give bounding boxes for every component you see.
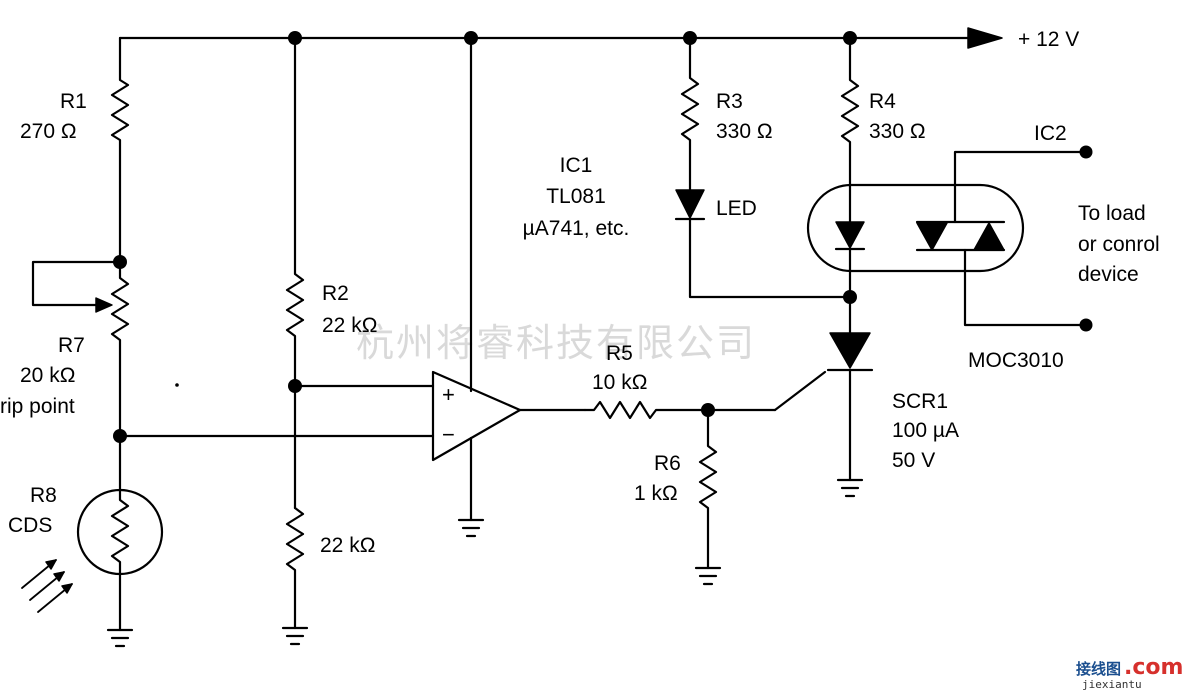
r2b-resistor xyxy=(285,506,305,630)
r6-name-label: R6 xyxy=(654,452,681,475)
scr1-voltage-label: 50 V xyxy=(892,449,935,472)
load-line3-label: device xyxy=(1078,263,1139,286)
r2-value-label: 22 kΩ xyxy=(322,314,377,337)
opamp-minus-sign: − xyxy=(442,422,455,447)
ic2-optocoupler xyxy=(806,150,1088,335)
triac-reverse-icon xyxy=(973,222,1005,251)
r3-name-label: R3 xyxy=(716,90,743,113)
junction-dots xyxy=(113,31,857,443)
r3-resistor xyxy=(680,36,700,192)
r5-resistor xyxy=(583,400,777,420)
scr1-current-label: 100 µA xyxy=(892,419,959,442)
ic2-name-label: IC2 xyxy=(1034,122,1067,145)
r5-name-label: R5 xyxy=(606,342,633,365)
watermark-text: 杭州将睿科技有限公司 xyxy=(356,321,756,365)
stray-mark xyxy=(175,383,179,387)
supply-rail xyxy=(118,27,1003,49)
r8-type-label: CDS xyxy=(8,514,52,537)
r7-wiper-arrow-icon xyxy=(95,297,113,313)
r7-value-label: 20 kΩ xyxy=(20,364,75,387)
ic1-alt-label: µA741, etc. xyxy=(523,217,630,240)
load-line1-label: To load xyxy=(1078,202,1146,225)
ic1-part-label: TL081 xyxy=(546,185,606,208)
ground-scr-icon xyxy=(836,478,864,498)
opamp-plus-sign: + xyxy=(442,382,455,407)
brand-site-text: jiexiantu xyxy=(1082,678,1142,690)
r1-name-label: R1 xyxy=(60,90,87,113)
r2-name-label: R2 xyxy=(322,282,349,305)
ground-left-icon xyxy=(106,628,134,648)
output-terminal-top xyxy=(1079,145,1093,159)
r4-value-label: 330 Ω xyxy=(869,120,926,143)
ic1-opamp xyxy=(118,36,587,522)
brand-dot-text: .com xyxy=(1124,655,1183,680)
r8-photoresistor xyxy=(21,434,164,632)
ground-r2-icon xyxy=(281,626,309,646)
r7-potentiometer xyxy=(31,260,130,438)
brand-cn-text: 接线图 xyxy=(1076,660,1121,678)
led-label: LED xyxy=(716,197,757,220)
triac-forward-icon xyxy=(916,222,948,251)
load-line2-label: or conrol xyxy=(1078,233,1160,256)
brand-logo: 接线图 .com jiexiantu xyxy=(1076,655,1183,690)
ground-r6-icon xyxy=(694,566,722,586)
ground-opamp-icon xyxy=(457,518,485,538)
r4-name-label: R4 xyxy=(869,90,896,113)
r5-value-label: 10 kΩ xyxy=(592,371,647,394)
r1-resistor xyxy=(110,36,130,264)
supply-label: + 12 V xyxy=(1018,28,1079,51)
r7-name-label: R7 xyxy=(58,334,85,357)
r2-resistor xyxy=(285,36,305,510)
supply-arrow-icon xyxy=(967,27,1003,49)
opto-led-icon xyxy=(835,221,865,249)
scr1-thyristor xyxy=(773,332,874,482)
r2b-value-label: 22 kΩ xyxy=(320,534,375,557)
scr1-name-label: SCR1 xyxy=(892,390,948,413)
r3-value-label: 330 Ω xyxy=(716,120,773,143)
ic1-name-label: IC1 xyxy=(560,154,593,177)
ic2-part-label: MOC3010 xyxy=(968,349,1064,372)
r6-value-label: 1 kΩ xyxy=(634,482,678,505)
light-arrows-icon xyxy=(21,559,73,613)
scr-icon xyxy=(829,332,871,369)
output-terminal-bottom xyxy=(1079,318,1093,332)
r7-note-label: rip point xyxy=(0,395,75,418)
r1-value-label: 270 Ω xyxy=(20,120,77,143)
r6-resistor xyxy=(698,408,718,570)
r8-name-label: R8 xyxy=(30,484,57,507)
led-diode-icon xyxy=(674,189,852,299)
r4-resistor xyxy=(840,36,860,224)
